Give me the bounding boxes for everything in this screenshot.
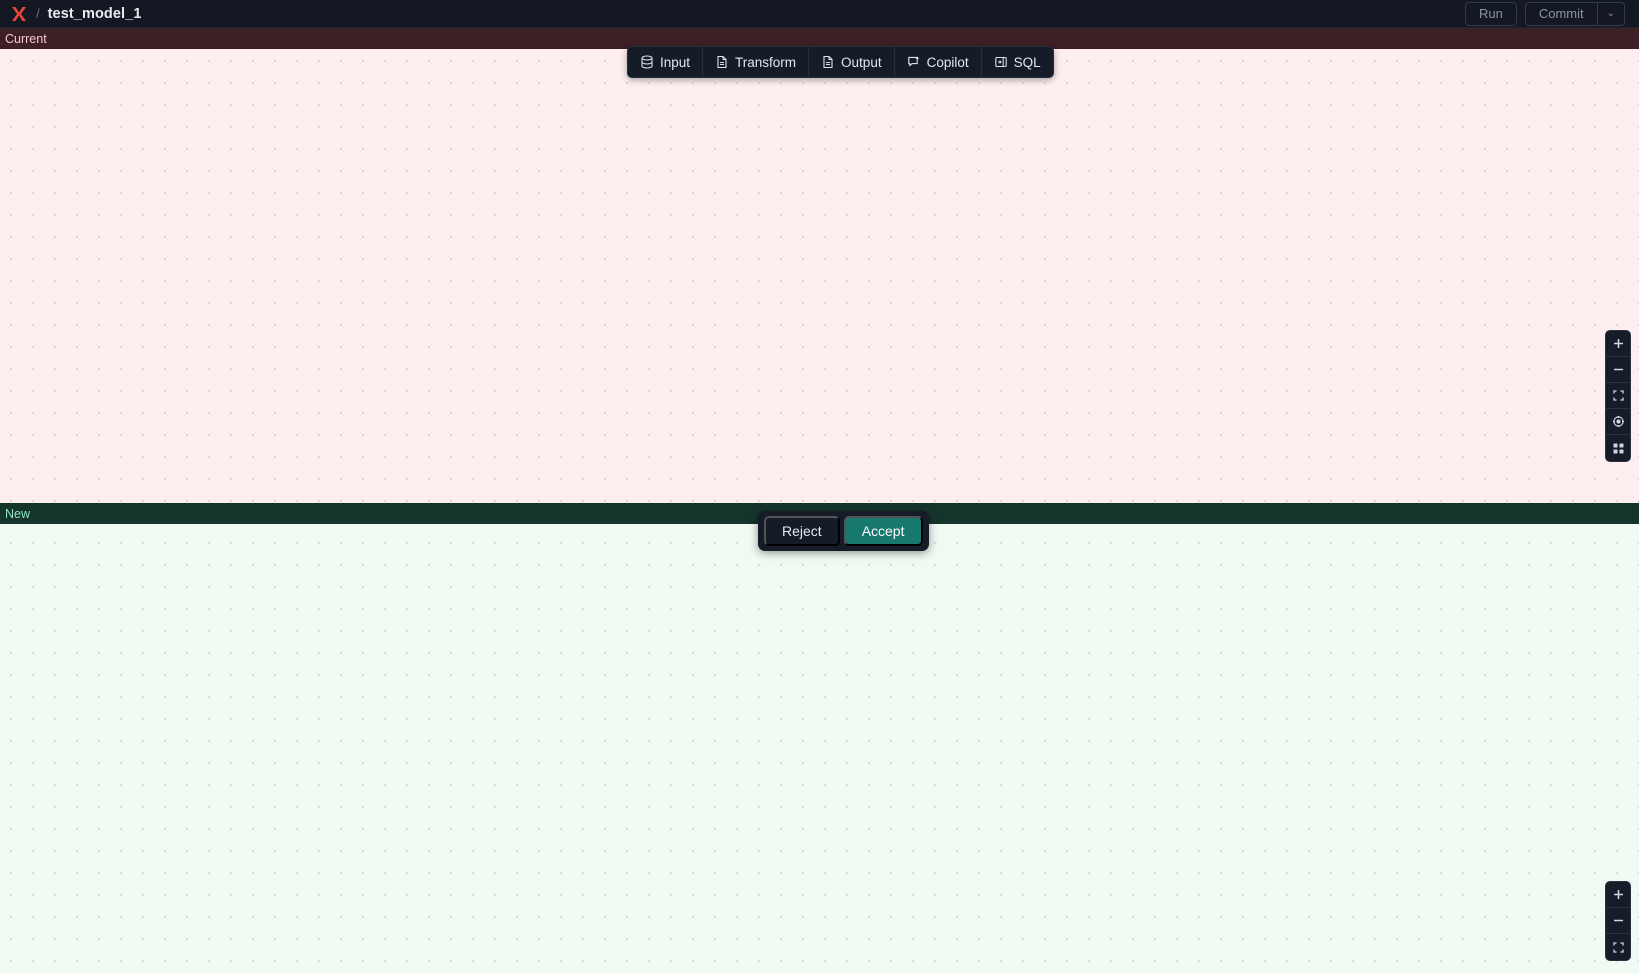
edge-layer xyxy=(0,510,1639,973)
canvas-new[interactable]: fct_github_pull_requests Model Name fct_… xyxy=(0,510,1639,973)
pane-label-new-text: New xyxy=(5,506,31,521)
pane-label-current-text: Current xyxy=(5,31,47,46)
toolbar-item-transform-label: Transform xyxy=(735,54,797,70)
decision-bar: Reject Accept xyxy=(758,511,929,551)
mode-toolbar: Input Transform Output Copilot xyxy=(627,46,1054,78)
canvas-current[interactable] xyxy=(0,28,1639,510)
toolbar-item-input-label: Input xyxy=(660,54,691,70)
zoom-out-icon[interactable] xyxy=(1606,908,1630,934)
zoom-in-icon[interactable] xyxy=(1606,331,1630,357)
title-bar: / test_model_1 Run Commit ⌄ xyxy=(0,0,1639,28)
toolbar-item-copilot-label: Copilot xyxy=(926,54,969,70)
title-bar-actions: Run Commit ⌄ xyxy=(1464,1,1631,26)
toolbar-item-copilot[interactable]: Copilot xyxy=(895,47,982,77)
document-icon xyxy=(715,55,729,69)
toolbar-item-sql[interactable]: SQL xyxy=(982,47,1053,77)
reject-button[interactable]: Reject xyxy=(764,516,840,546)
page-title: test_model_1 xyxy=(47,5,142,22)
chevron-down-icon[interactable]: ⌄ xyxy=(1596,2,1624,25)
database-icon xyxy=(640,55,654,69)
zoom-in-icon[interactable] xyxy=(1606,882,1630,908)
breadcrumb-separator: / xyxy=(36,6,40,21)
canvas-controls-current xyxy=(1605,330,1631,462)
document-icon xyxy=(821,55,835,69)
commit-button[interactable]: Commit xyxy=(1538,5,1584,21)
sql-panel-icon xyxy=(994,55,1008,69)
commit-split-button[interactable]: Commit ⌄ xyxy=(1524,1,1625,26)
toolbar-item-input[interactable]: Input xyxy=(628,47,704,77)
toolbar-item-transform[interactable]: Transform xyxy=(703,47,810,77)
canvas-controls-new xyxy=(1605,881,1631,961)
center-icon[interactable] xyxy=(1606,409,1630,435)
toolbar-item-output[interactable]: Output xyxy=(809,47,895,77)
app-logo-icon[interactable] xyxy=(8,3,30,25)
minimap-icon[interactable] xyxy=(1606,435,1630,461)
fit-view-icon[interactable] xyxy=(1606,383,1630,409)
toolbar-item-sql-label: SQL xyxy=(1013,54,1041,70)
run-button[interactable]: Run xyxy=(1464,1,1517,26)
sparkle-chat-icon xyxy=(907,55,921,69)
accept-button[interactable]: Accept xyxy=(843,516,923,546)
toolbar-item-output-label: Output xyxy=(841,54,882,70)
fit-view-icon[interactable] xyxy=(1606,934,1630,960)
pane-label-current: Current xyxy=(0,28,1639,49)
zoom-out-icon[interactable] xyxy=(1606,357,1630,383)
